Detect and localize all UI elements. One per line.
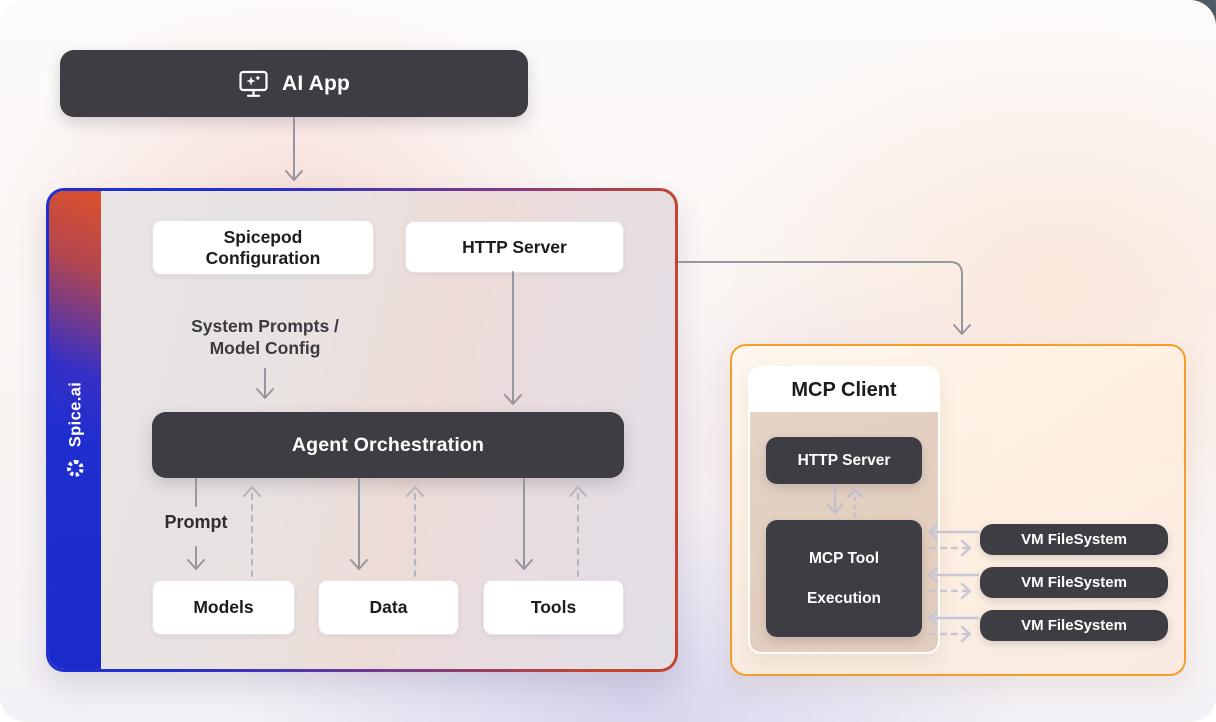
vm-filesystem-node-3: VM FileSystem [980,610,1168,641]
system-prompts-label: System Prompts / Model Config [152,315,378,360]
spicepod-line2: Configuration [205,247,321,268]
agent-orchestration-label: Agent Orchestration [291,433,485,456]
http-server-node: HTTP Server [405,221,624,273]
spice-brand-strip: Spice.ai [49,191,101,669]
http-server-label: HTTP Server [462,236,567,257]
mcp-http-server-label: HTTP Server [797,451,891,469]
vm-filesystem-node-2: VM FileSystem [980,567,1168,598]
data-node: Data [318,580,459,635]
tools-label: Tools [530,597,577,618]
spicepod-configuration-label: Spicepod Configuration [206,227,321,268]
prompt-label-text: Prompt [164,512,228,532]
spice-brand: Spice.ai [65,382,85,479]
mcp-client-header: MCP Client [750,368,938,412]
ai-app-node: AI App [60,50,528,117]
vm-filesystem-label-3: VM FileSystem [1021,617,1127,634]
vm-filesystem-node-1: VM FileSystem [980,524,1168,555]
models-label: Models [193,597,254,618]
tools-node: Tools [483,580,624,635]
mcp-client-title: MCP Client [791,378,897,401]
data-label: Data [369,597,408,618]
system-prompts-line2: Model Config [209,338,321,359]
ai-monitor-sparkle-icon [238,70,269,98]
spicepod-line1: Spicepod [223,226,303,247]
vm-filesystem-label-2: VM FileSystem [1021,574,1127,591]
mcp-tool-execution-node: MCP Tool Execution [766,520,922,637]
vm-filesystem-label-1: VM FileSystem [1021,531,1127,548]
ai-app-label: AI App [281,71,351,95]
prompt-label: Prompt [152,512,240,533]
spicepod-configuration-node: Spicepod Configuration [152,220,374,275]
mcp-tool-line2: Execution [806,589,882,607]
models-node: Models [152,580,295,635]
spice-brand-label: Spice.ai [65,381,84,448]
mcp-http-server-node: HTTP Server [766,437,922,484]
spice-logo-icon [65,458,85,478]
system-prompts-line1: System Prompts / [191,316,339,336]
mcp-tool-line1: MCP Tool [808,549,880,567]
agent-orchestration-node: Agent Orchestration [152,412,624,478]
